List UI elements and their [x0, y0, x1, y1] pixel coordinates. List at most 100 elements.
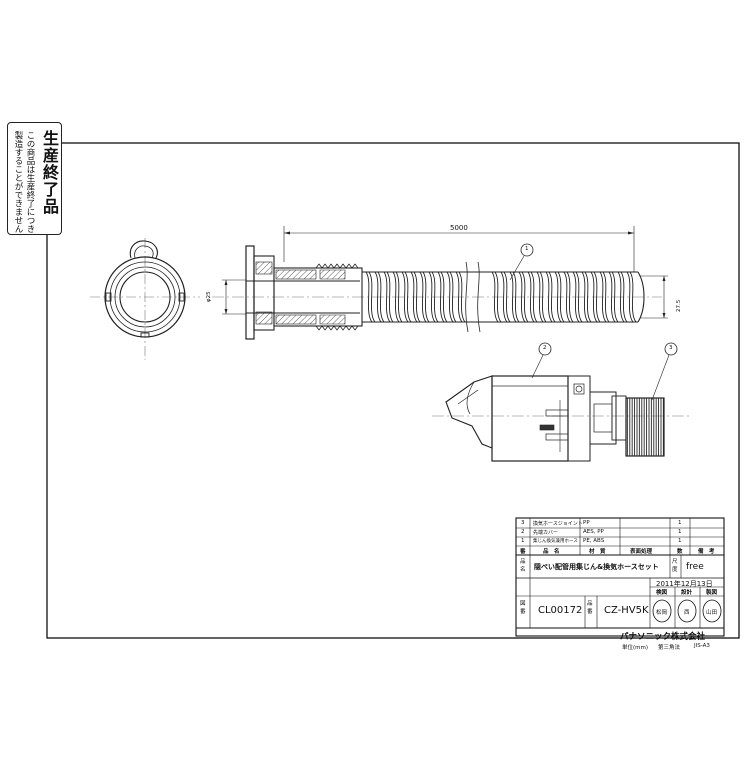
hose-corrugation	[548, 271, 556, 323]
header-finish: 表面処理	[630, 549, 653, 555]
paper-size-label: JIS-A3	[694, 643, 710, 649]
hose-corrugation	[518, 271, 526, 323]
header-name: 品 名	[543, 549, 560, 555]
part-row-qty: 1	[678, 520, 682, 526]
dimension-diameter-large: 27.5	[676, 299, 682, 312]
company-name: パナソニック株式会社	[620, 632, 706, 642]
hose-corrugation	[440, 271, 448, 323]
hose-corrugation	[608, 271, 616, 323]
hose-corrugation	[611, 271, 619, 323]
hose-corrugation	[422, 271, 430, 323]
part-number-label: 品番	[587, 601, 593, 615]
hose-corrugation	[374, 271, 382, 323]
hose-corrugation	[410, 271, 418, 323]
part-row-no: 1	[521, 538, 525, 544]
hose-corrugation	[509, 271, 517, 323]
part-row-material: PP	[583, 520, 590, 526]
hose-corrugation	[584, 271, 592, 323]
hose-corrugation	[455, 271, 463, 323]
part-row-material: PE, ABS	[583, 538, 605, 544]
hose-corrugation	[593, 271, 601, 323]
callout-3: 3	[669, 345, 673, 351]
hose-corrugation	[617, 271, 625, 323]
part-row-material: AES, PP	[583, 529, 604, 535]
hose-corrugation	[575, 271, 583, 323]
hose-corrugation	[413, 271, 421, 323]
header-material: 材 質	[589, 549, 606, 555]
hose-corrugation	[503, 271, 511, 323]
hose-side-view	[212, 226, 668, 340]
hose-corrugation	[500, 271, 508, 323]
scale-value: free	[686, 562, 704, 572]
hose-corrugation	[620, 271, 628, 323]
hose-corrugation	[428, 271, 436, 323]
hose-corrugation	[512, 271, 520, 323]
hose-corrugation	[386, 271, 394, 323]
hose-corrugation	[494, 271, 502, 323]
drawing-number: CL00172	[538, 605, 583, 616]
product-name: 隠ぺい配管用集じん&換気ホースセット	[534, 563, 659, 571]
hose-corrugation	[563, 271, 571, 323]
hose-corrugation	[629, 271, 637, 323]
callout-1: 1	[525, 246, 529, 252]
hose-corrugation	[383, 271, 391, 323]
drawing-date: 2011年12月13日	[656, 580, 713, 588]
hose-corrugation	[566, 271, 574, 323]
approval-label-check: 検図	[656, 590, 668, 596]
projection-label: 第三角法	[658, 645, 681, 651]
hose-corrugation	[527, 271, 535, 323]
hose-corrugation	[395, 271, 403, 323]
hose-corrugation	[581, 271, 589, 323]
stamp-note-line-2: 製造することができません	[13, 131, 23, 233]
hose-corrugation	[530, 271, 538, 323]
discontinued-stamp: 生産終了品 この商品は生産終了につき 製造することができません	[7, 122, 62, 235]
approval-label-draft: 製図	[706, 590, 718, 596]
hose-corrugation	[491, 271, 499, 323]
hose-corrugation	[446, 271, 454, 323]
cover-joint-view	[432, 342, 690, 462]
callout-2: 2	[543, 345, 547, 351]
approval-stamp-draft: 山田	[706, 610, 718, 616]
part-row-name: 換気ホースジョイント	[533, 521, 583, 527]
part-row-qty: 1	[678, 538, 682, 544]
ring-end-view	[90, 238, 200, 360]
hose-corrugation	[539, 271, 547, 323]
hose-corrugation	[590, 271, 598, 323]
stamp-title: 生産終了品	[40, 130, 59, 215]
part-number: CZ-HV5K	[604, 605, 649, 616]
title-block	[515, 517, 725, 637]
hose-corrugation	[572, 271, 580, 323]
hose-corrugation	[392, 271, 400, 323]
hose-corrugation	[368, 271, 376, 323]
name-label: 品名	[520, 559, 526, 573]
hose-corrugation	[365, 271, 373, 323]
part-row-qty: 1	[678, 529, 682, 535]
part-row-name: 集じん換気兼用ホース	[533, 539, 578, 544]
dimension-length: 5000	[450, 224, 468, 232]
sheet-border	[46, 142, 740, 639]
hose-corrugation	[626, 271, 634, 323]
unit-label: 単位(mm)	[622, 645, 649, 651]
hose-corrugation	[458, 271, 466, 323]
hose-corrugation	[554, 271, 562, 323]
approval-label-design: 設計	[681, 590, 693, 596]
hose-corrugation	[449, 271, 457, 323]
approval-stamp-design: 西	[684, 610, 690, 616]
scale-label: 尺度	[672, 559, 678, 573]
dimension-diameter-small: φ25	[206, 291, 212, 302]
drawing-number-label: 図番	[520, 601, 526, 615]
stamp-note-line-1: この商品は生産終了につき	[25, 131, 35, 233]
hose-corrugation	[536, 271, 544, 323]
hose-corrugation	[419, 271, 427, 323]
hose-corrugation	[545, 271, 553, 323]
hose-corrugation	[521, 271, 529, 323]
header-qty: 数	[677, 549, 683, 555]
hose-corrugation	[401, 271, 409, 323]
hose-corrugation	[377, 271, 385, 323]
hose-corrugation	[404, 271, 412, 323]
hose-corrugation	[431, 271, 439, 323]
hose-corrugation	[437, 271, 445, 323]
part-row-no: 3	[521, 520, 525, 526]
